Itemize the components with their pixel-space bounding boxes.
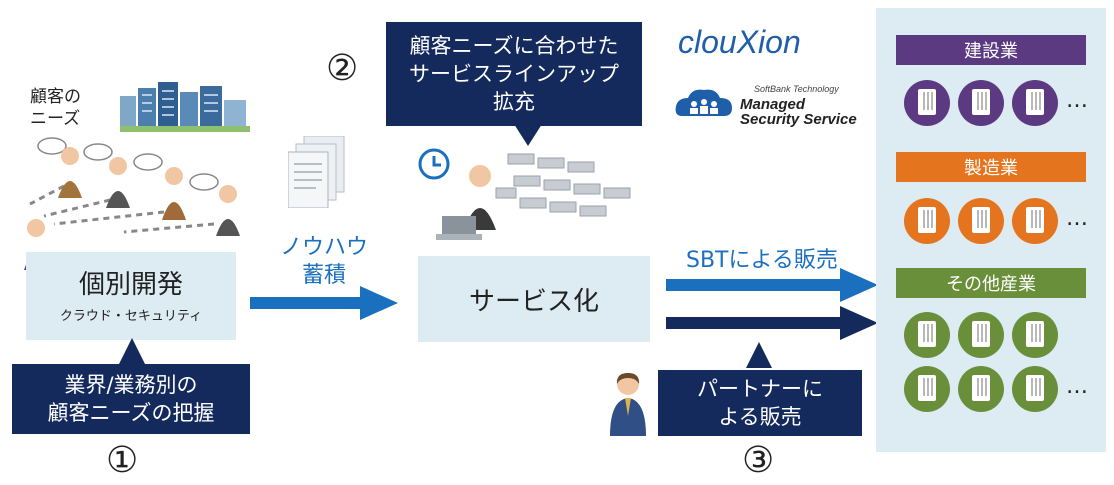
managed-security-logo-text: SoftBank Technology Managed Security Ser… [740, 82, 857, 127]
company-icon [904, 312, 950, 358]
industry-label-construction: 建設業 [964, 41, 1018, 62]
individual-development-box: 個別開発 クラウド・セキュリティ [26, 252, 236, 340]
sbt-sales-arrow [666, 268, 878, 302]
partner-sales-arrow [666, 306, 878, 340]
knowhow-line1: ノウハウ [279, 235, 368, 260]
partner-sales-box: パートナーに よる販売 [658, 370, 862, 436]
company-icon [958, 312, 1004, 358]
more-ellipsis: … [1066, 374, 1088, 399]
down-pointer-triangle [514, 124, 542, 146]
knowhow-label: ノウハウ 蓄積 [264, 234, 384, 290]
company-icon [1012, 198, 1058, 244]
company-icon [958, 198, 1004, 244]
clouxion-logo-text: clouXion [678, 24, 801, 60]
up-pointer-triangle-1 [119, 338, 145, 364]
city-buildings-illustration [120, 82, 250, 132]
sbt-sales-label: SBTによる販売 [686, 248, 838, 273]
individual-development-subtitle: クラウド・セキュリティ [59, 308, 203, 324]
mss-line1: Managed [740, 96, 806, 113]
knowhow-arrow [250, 286, 398, 320]
industry-label-manufacturing: 製造業 [964, 158, 1018, 179]
operator-desks-illustration [418, 148, 631, 240]
up-pointer-triangle-3 [746, 342, 772, 368]
step-number-1: ① [106, 440, 139, 481]
industry-header-construction: 建設業 [896, 35, 1086, 65]
partner-sales-line1: パートナーに [697, 377, 823, 401]
individual-development-title: 個別開発 [78, 269, 183, 300]
managed-security-logo-icon [675, 89, 732, 116]
step-number-2: ② [326, 48, 359, 89]
more-ellipsis: … [1066, 88, 1088, 113]
company-icon [1012, 366, 1058, 412]
mss-small-text: SoftBank Technology [754, 84, 839, 94]
partner-sales-line2: よる販売 [718, 405, 802, 429]
service-lineup-line1: 顧客ニーズに合わせた [409, 34, 619, 58]
industry-needs-line2: 顧客ニーズの把握 [47, 401, 215, 425]
service-box: サービス化 [418, 256, 650, 342]
company-icon [904, 80, 950, 126]
more-ellipsis: … [1066, 206, 1088, 231]
knowhow-line2: 蓄積 [301, 263, 346, 288]
clouxion-logo: clouXion [678, 24, 801, 61]
company-icon [1012, 80, 1058, 126]
needs-label-line2: ニーズ [30, 109, 81, 129]
company-icon [904, 366, 950, 412]
needs-label-line1: 顧客の [30, 87, 81, 107]
industry-needs-line1: 業界/業務別の [64, 373, 198, 397]
needs-label: 顧客の ニーズ [30, 86, 81, 130]
service-box-title: サービス化 [468, 286, 599, 317]
industry-needs-box: 業界/業務別の 顧客ニーズの把握 [12, 364, 250, 434]
mss-line2: Security Service [740, 111, 857, 128]
company-icon [1012, 312, 1058, 358]
partner-person-icon [610, 373, 646, 436]
step-number-3: ③ [742, 440, 775, 481]
industry-header-manufacturing: 製造業 [896, 152, 1086, 182]
service-lineup-line3: 拡充 [493, 90, 535, 114]
company-icon [904, 198, 950, 244]
service-lineup-box: 顧客ニーズに合わせた サービスラインアップ 拡充 [386, 22, 642, 126]
service-lineup-line2: サービスラインアップ [409, 62, 619, 86]
company-icon [958, 366, 1004, 412]
company-icon [958, 80, 1004, 126]
industry-label-other: その他産業 [946, 274, 1036, 295]
industry-header-other: その他産業 [896, 268, 1086, 298]
document-stack-icon [288, 136, 345, 208]
